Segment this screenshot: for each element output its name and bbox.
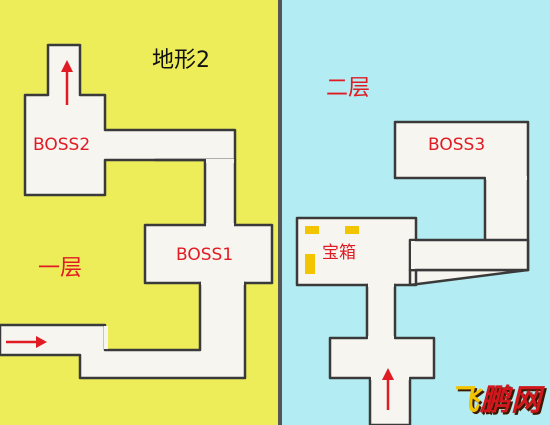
arrow-right-icon [6,336,47,348]
floor1-corridor-right [153,158,237,227]
boss2-label: BOSS2 [33,135,91,155]
panel-divider [278,0,282,425]
treasure-chest-icon [305,226,359,274]
boss3-label: BOSS3 [428,135,486,155]
logo-part2: 鹏网 [480,383,542,418]
logo-part1: 飞 [449,383,480,418]
site-logo: 飞鹏网 [449,375,542,419]
floor2-corridor-down [328,283,436,425]
boss1-label: BOSS1 [176,245,234,265]
floor2-east-link [408,238,530,272]
floor1-label: 一层 [38,256,83,281]
arrow-up-icon [382,368,394,410]
floor2-label: 二层 [326,76,371,101]
map-title: 地形2 [152,48,210,73]
floor1-corridor-bottom [0,281,247,380]
arrow-up-icon [61,60,73,105]
treasure-label: 宝箱 [322,243,356,263]
